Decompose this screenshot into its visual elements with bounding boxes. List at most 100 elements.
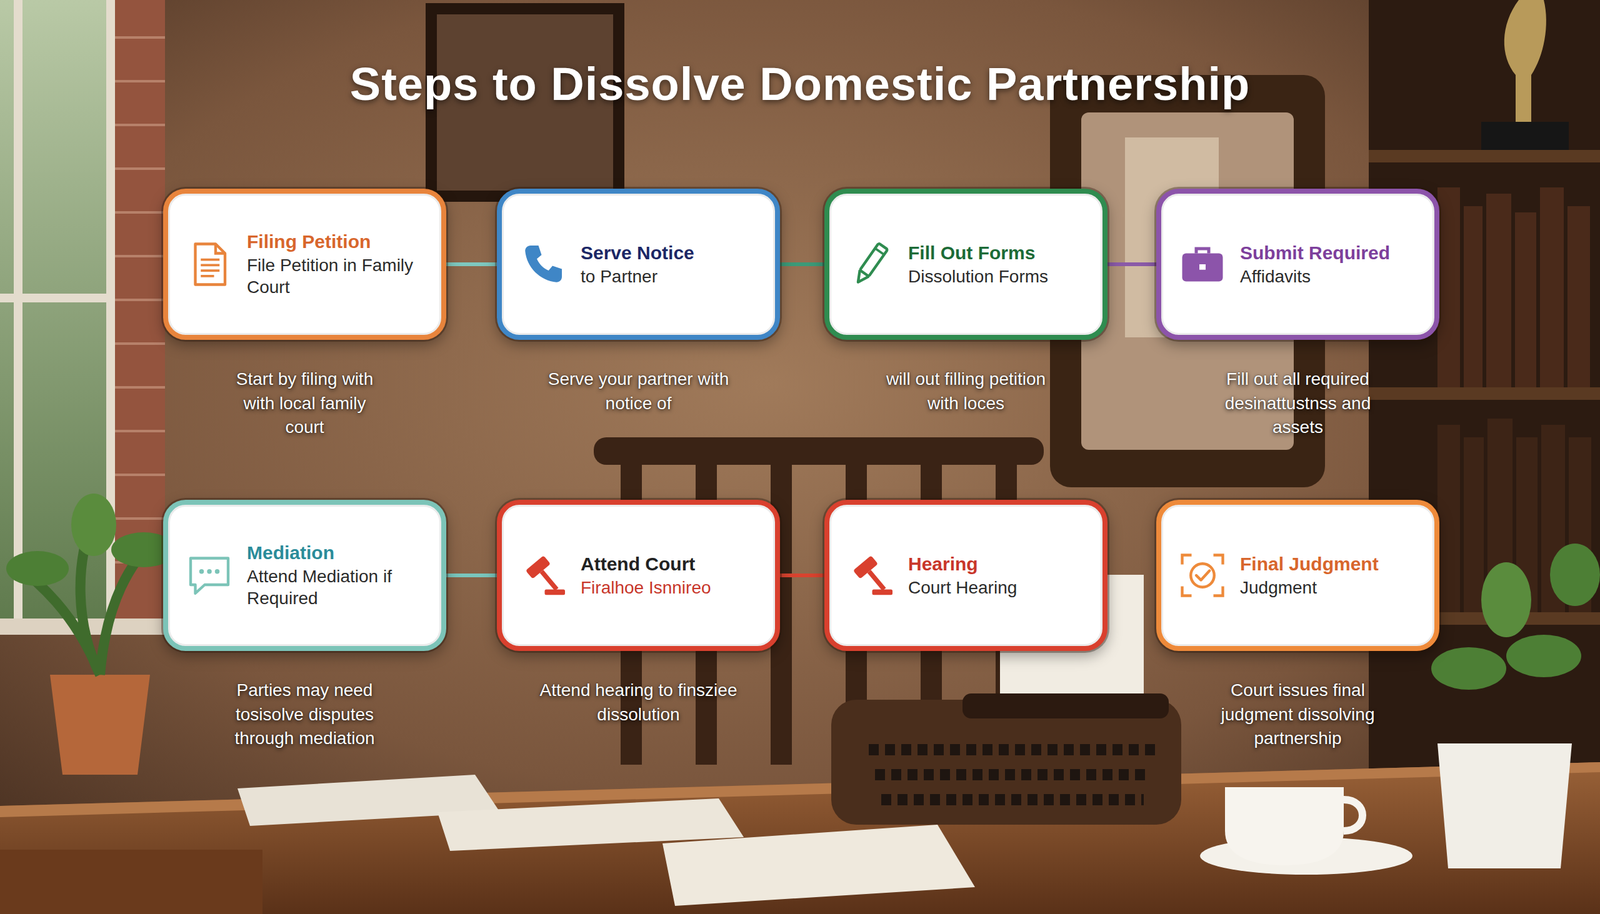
step-node: Attend CourtFiralhoe IsnnireoAttend hear… bbox=[496, 500, 780, 727]
step-icon bbox=[518, 550, 569, 601]
icon-shape bbox=[1196, 571, 1210, 581]
step-icon bbox=[1177, 550, 1228, 601]
bookshelf bbox=[1368, 0, 1600, 782]
desk-drawer bbox=[0, 850, 263, 914]
plant-pot bbox=[1437, 743, 1572, 869]
connector-line bbox=[446, 262, 497, 267]
brick-wall bbox=[115, 0, 165, 625]
step-node: Submit RequiredAffidavitsFill out all re… bbox=[1156, 188, 1440, 440]
icon-shape bbox=[525, 555, 566, 597]
chair-back bbox=[593, 437, 1044, 465]
window-frame bbox=[0, 293, 113, 303]
step-caption: will out filling petition with loces bbox=[875, 367, 1057, 416]
trophy bbox=[1504, 0, 1547, 122]
step-heading: Mediation bbox=[246, 541, 432, 565]
paper bbox=[662, 825, 975, 907]
books bbox=[1437, 187, 1590, 388]
step-icon bbox=[184, 550, 235, 601]
brick-lines bbox=[115, 37, 165, 563]
step-box: Attend CourtFiralhoe Isnnireo bbox=[496, 500, 780, 652]
leaf bbox=[71, 493, 117, 557]
icon-shape bbox=[206, 569, 212, 575]
trophy-base bbox=[1481, 121, 1569, 150]
step-body: Affidavits bbox=[1240, 265, 1425, 288]
step-node: HearingCourt Hearing bbox=[824, 500, 1108, 652]
shelf bbox=[1368, 150, 1600, 163]
icon-shape bbox=[1182, 555, 1224, 597]
connector-line bbox=[780, 573, 825, 578]
cup-handle bbox=[1343, 800, 1363, 832]
icon-shape bbox=[1199, 264, 1206, 270]
step-body: File Petition in Family Court bbox=[246, 254, 432, 299]
icon-shape bbox=[215, 569, 220, 575]
leaf bbox=[1550, 543, 1600, 607]
cup bbox=[1225, 787, 1344, 866]
step-text: Submit RequiredAffidavits bbox=[1240, 241, 1425, 288]
leaf bbox=[1431, 647, 1507, 690]
step-icon bbox=[1177, 239, 1228, 290]
step-body: to Partner bbox=[580, 265, 765, 288]
step-box: Submit RequiredAffidavits bbox=[1156, 188, 1440, 340]
step-box: Filing PetitionFile Petition in Family C… bbox=[163, 188, 447, 340]
shelf bbox=[1368, 387, 1600, 400]
step-caption: Fill out all required desinattustnss and… bbox=[1204, 367, 1392, 440]
step-icon bbox=[845, 550, 896, 601]
icon-shape bbox=[545, 590, 566, 596]
icon-shape bbox=[199, 569, 205, 575]
step-text: Attend CourtFiralhoe Isnnireo bbox=[580, 553, 765, 599]
step-heading: Attend Court bbox=[580, 553, 765, 576]
step-text: Serve Noticeto Partner bbox=[580, 241, 765, 288]
step-caption: Start by filing with with local family c… bbox=[226, 367, 384, 440]
connector-line bbox=[780, 262, 825, 267]
icon-shape bbox=[525, 245, 562, 283]
step-heading: Filing Petition bbox=[246, 230, 432, 254]
icon-shape bbox=[853, 555, 894, 597]
icon-shape bbox=[875, 248, 884, 255]
icon-shape bbox=[867, 570, 887, 592]
icon-shape bbox=[860, 243, 888, 277]
step-text: Final JudgmentJudgment bbox=[1240, 553, 1425, 599]
step-node: Filing PetitionFile Petition in Family C… bbox=[163, 188, 447, 440]
diagram-title: Steps to Dissolve Domestic Partnership bbox=[0, 57, 1600, 111]
step-box: HearingCourt Hearing bbox=[824, 500, 1108, 652]
icon-shape bbox=[1190, 563, 1215, 588]
connector-line bbox=[1107, 262, 1157, 267]
step-body: Attend Mediation if Required bbox=[246, 565, 432, 610]
connector-line bbox=[446, 573, 497, 578]
icon-shape bbox=[200, 260, 220, 277]
step-icon bbox=[518, 239, 569, 290]
step-text: Fill Out FormsDissolution Forms bbox=[908, 241, 1093, 288]
step-caption: Attend hearing to finsziee dissolution bbox=[535, 678, 742, 727]
step-body: Court Hearing bbox=[908, 576, 1093, 599]
step-heading: Final Judgment bbox=[1240, 553, 1425, 576]
step-box: Final JudgmentJudgment bbox=[1156, 500, 1440, 652]
step-text: HearingCourt Hearing bbox=[908, 553, 1093, 599]
icon-shape bbox=[540, 570, 559, 592]
icon-shape bbox=[1196, 248, 1209, 254]
step-body: Dissolution Forms bbox=[908, 265, 1093, 288]
step-caption: Court issues final judgment dissolving p… bbox=[1204, 678, 1392, 752]
window-sill bbox=[0, 618, 188, 635]
step-heading: Hearing bbox=[908, 553, 1093, 576]
step-heading: Submit Required bbox=[1240, 241, 1425, 265]
step-text: MediationAttend Mediation if Required bbox=[246, 541, 432, 610]
step-box: MediationAttend Mediation if Required bbox=[163, 500, 447, 652]
leaf bbox=[1506, 635, 1582, 678]
step-heading: Fill Out Forms bbox=[908, 241, 1093, 265]
step-body: Firalhoe Isnnireo bbox=[580, 576, 765, 599]
icon-shape bbox=[195, 244, 226, 285]
icon-shape bbox=[872, 590, 894, 596]
icon-shape bbox=[215, 244, 225, 254]
step-caption: Serve your partner with notice of bbox=[545, 367, 733, 416]
icon-shape bbox=[190, 558, 229, 594]
step-node: Serve Noticeto PartnerServe your partner… bbox=[496, 188, 780, 416]
icon-shape bbox=[1182, 253, 1224, 282]
step-icon bbox=[845, 239, 896, 290]
step-icon bbox=[184, 239, 235, 290]
step-node: Fill Out FormsDissolution Forms will out … bbox=[824, 188, 1108, 416]
step-node: Final JudgmentJudgmentCourt issues final… bbox=[1156, 500, 1440, 752]
